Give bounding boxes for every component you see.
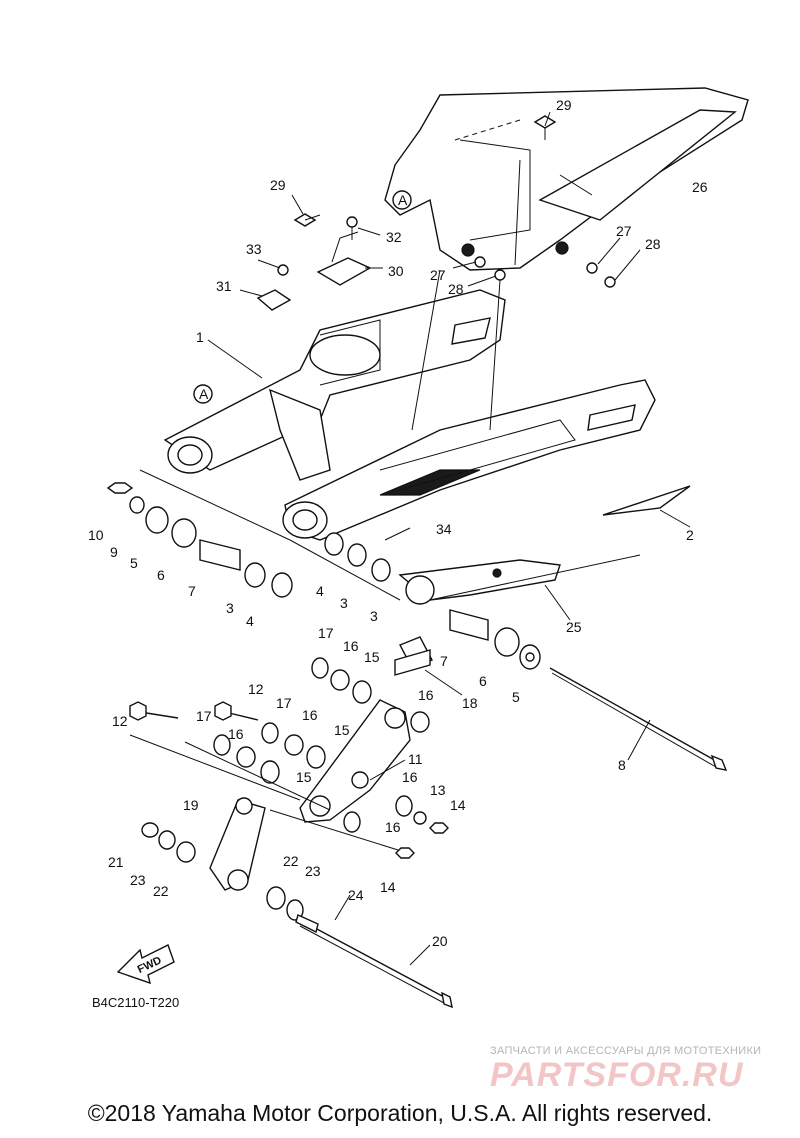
callout-16: 16 [385,819,401,835]
callout-16: 16 [418,687,434,703]
callout-3: 3 [340,595,348,611]
callout-29: 29 [556,97,572,113]
callout-21: 21 [108,854,124,870]
callout-7: 7 [440,653,448,669]
callout-23: 23 [130,872,146,888]
ref-a: A [199,386,209,402]
callout-30: 30 [388,263,404,279]
callout-16: 16 [343,638,359,654]
callout-27: 27 [616,223,632,239]
callout-22: 22 [153,883,169,899]
callout-18: 18 [462,695,478,711]
callout-29: 29 [270,177,286,193]
callout-27: 27 [430,267,446,283]
callout-31: 31 [216,278,232,294]
callout-5: 5 [512,689,520,705]
callout-32: 32 [386,229,402,245]
chain-slider-part-25 [398,559,561,605]
callout-19: 19 [183,797,199,813]
callout-20: 20 [432,933,448,949]
linkage-hardware [129,636,449,859]
callout-15: 15 [364,649,380,665]
callout-12: 12 [112,713,128,729]
decal-part-2 [602,485,691,516]
callout-labels: 29 26 29 32 33 30 27 28 27 28 31 1 2 34 … [88,97,708,949]
callout-14: 14 [450,797,466,813]
callout-11: 11 [408,751,423,767]
callout-17: 17 [276,695,292,711]
upper-fasteners [193,115,616,404]
callout-16: 16 [302,707,318,723]
callout-12: 12 [248,681,264,697]
bolt-part-20-24 [295,914,453,1009]
callout-10: 10 [88,527,104,543]
callout-25: 25 [566,619,582,635]
callout-24: 24 [348,887,364,903]
watermark-tagline: ЗАПЧАСТИ И АКСЕССУАРЫ ДЛЯ МОТОТЕХНИКИ [490,1045,762,1057]
callout-3: 3 [370,608,378,624]
pivot-hardware-left [106,482,391,598]
callout-15: 15 [296,769,312,785]
copyright-notice: ©2018 Yamaha Motor Corporation, U.S.A. A… [87,1100,713,1126]
callout-34: 34 [436,521,452,537]
callout-33: 33 [246,241,262,257]
ref-a: A [398,192,408,208]
callout-9: 9 [110,544,118,560]
callout-3: 3 [226,600,234,616]
callout-8: 8 [618,757,626,773]
callout-22: 22 [283,853,299,869]
relay-arm-part-11 [299,699,411,823]
diagram-code: B4C2110-T220 [92,995,180,1010]
callout-28: 28 [448,281,464,297]
callout-4: 4 [316,583,324,599]
assembly-lines [129,111,691,966]
watermark-logo: PARTSFOR.RU [490,1056,744,1094]
callout-26: 26 [692,179,708,195]
connecting-rod-part-19 [141,797,304,921]
callout-16: 16 [228,726,244,742]
callout-1: 1 [196,329,204,345]
pivot-shaft-part-8 [449,609,728,771]
callout-2: 2 [686,527,694,543]
callout-13: 13 [430,782,446,798]
callout-17: 17 [318,625,334,641]
callout-16: 16 [402,769,418,785]
callout-28: 28 [645,236,661,252]
swingarm-part-1 [163,289,656,541]
callout-14: 14 [380,879,396,895]
callout-7: 7 [188,583,196,599]
callout-4: 4 [246,613,254,629]
callout-6: 6 [479,673,487,689]
callout-23: 23 [305,863,321,879]
callout-15: 15 [334,722,350,738]
forward-direction-arrow: FWD [116,944,175,985]
callout-5: 5 [130,555,138,571]
callout-6: 6 [157,567,165,583]
callout-17: 17 [196,708,212,724]
